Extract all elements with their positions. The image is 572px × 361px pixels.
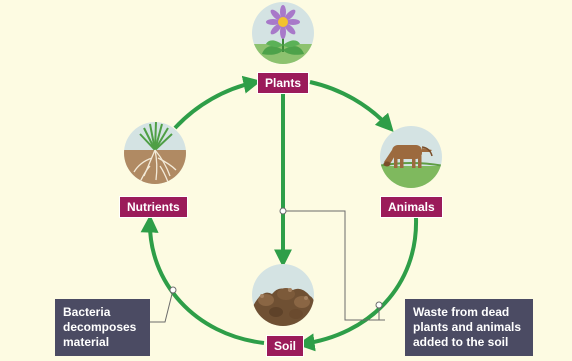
arrow-soil-to-nutrients	[150, 220, 264, 343]
bacteria-callout-line: Bacteria	[63, 305, 142, 320]
soil-icon	[250, 264, 316, 330]
plants-label: Plants	[257, 72, 309, 94]
arrow-plants-to-animals	[310, 82, 390, 128]
grass-roots-icon	[122, 122, 188, 190]
arrow-animals-to-soil	[302, 218, 416, 344]
animals-label: Animals	[380, 196, 443, 218]
bacteria-callout-line: decomposes	[63, 320, 142, 335]
connector-bacteria	[150, 290, 173, 322]
arrow-nutrients-to-plants	[175, 82, 256, 128]
bacteria-callout: Bacteria decomposes material	[55, 299, 150, 356]
waste-callout-line: added to the soil	[413, 335, 525, 350]
waste-callout-line: plants and animals	[413, 320, 525, 335]
waste-callout: Waste from dead plants and animals added…	[405, 299, 533, 356]
nutrients-label: Nutrients	[119, 196, 188, 218]
waste-callout-line: Waste from dead	[413, 305, 525, 320]
flower-icon	[250, 2, 316, 68]
bacteria-callout-line: material	[63, 335, 142, 350]
soil-label: Soil	[266, 335, 304, 357]
cow-icon	[378, 126, 444, 192]
